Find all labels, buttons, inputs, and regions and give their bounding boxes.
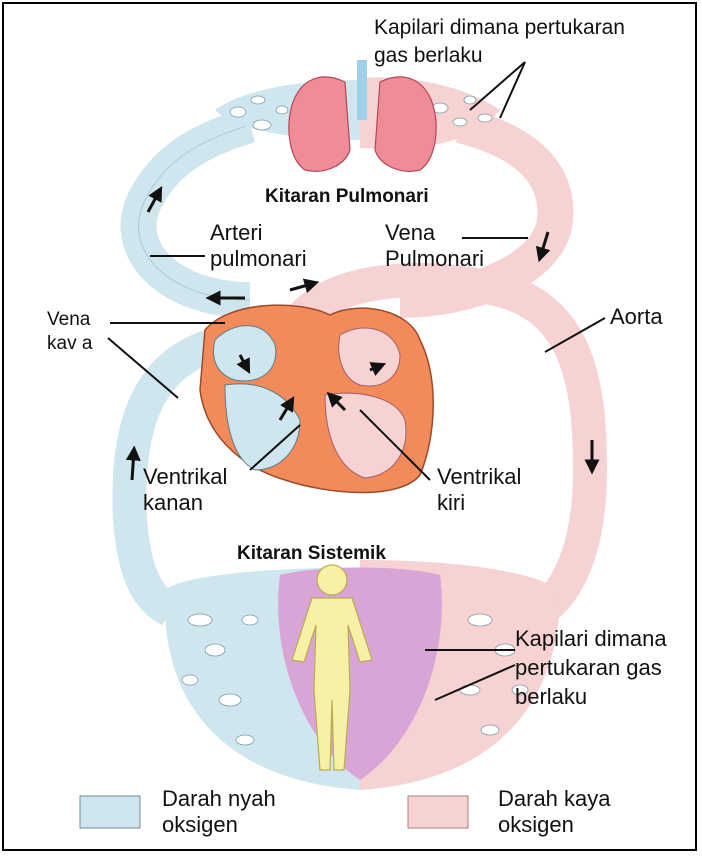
right-atrium bbox=[214, 326, 276, 381]
label-right-ventricle: Ventrikal kanan bbox=[143, 464, 227, 516]
label-aorta: Aorta bbox=[610, 304, 663, 330]
label-capillary-bottom: Kapilari dimana pertukaran gas berlaku bbox=[515, 624, 667, 711]
legend-swatch-oxygenated bbox=[408, 796, 468, 828]
label-capillary-top: Kapilari dimana pertukaran gas berlaku bbox=[374, 14, 625, 70]
pulmonary-artery-vessel bbox=[139, 125, 250, 300]
legend-label-oxygenated: Darah kaya oksigen bbox=[498, 786, 611, 838]
label-pulmonary-vein: Vena Pulmonari bbox=[385, 220, 484, 272]
label-pulmonary-artery: Arteri pulmonari bbox=[210, 220, 307, 272]
title-pulmonary: Kitaran Pulmonari bbox=[265, 184, 429, 210]
right-lung bbox=[375, 77, 436, 171]
arrow-vena-cava-up bbox=[132, 450, 134, 480]
legend-label-deoxygenated: Darah nyah oksigen bbox=[162, 786, 276, 838]
label-vena-cava: Vena kav a bbox=[47, 308, 92, 356]
legend-swatch-deoxygenated bbox=[80, 796, 140, 828]
left-lung bbox=[289, 77, 350, 171]
leader-capillary-top-2 bbox=[500, 62, 525, 118]
label-left-ventricle: Ventrikal kiri bbox=[437, 464, 521, 516]
title-systemic: Kitaran Sistemik bbox=[237, 541, 386, 567]
trachea bbox=[357, 60, 367, 120]
